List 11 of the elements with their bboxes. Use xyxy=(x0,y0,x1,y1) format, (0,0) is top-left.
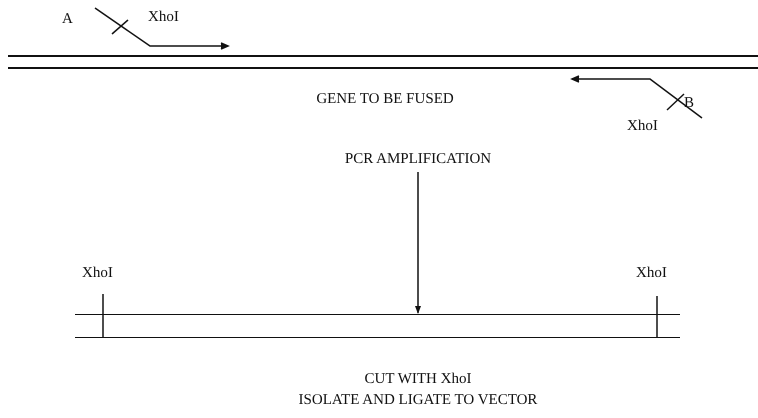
text-label: CUT WITH XhoI xyxy=(364,370,472,388)
text-label: XhoI xyxy=(82,264,113,282)
text-label: XhoI xyxy=(627,117,658,135)
text-label: XhoI xyxy=(636,264,667,282)
text-label: A xyxy=(62,10,73,28)
step-label: PCR AMPLIFICATION xyxy=(344,150,492,168)
text-label: ISOLATE AND LIGATE TO VECTOR xyxy=(298,391,538,409)
text-label: XhoI xyxy=(148,8,179,26)
text-label: GENE TO BE FUSED xyxy=(316,90,454,108)
arrow xyxy=(415,172,421,314)
dna-fragment xyxy=(75,314,680,338)
